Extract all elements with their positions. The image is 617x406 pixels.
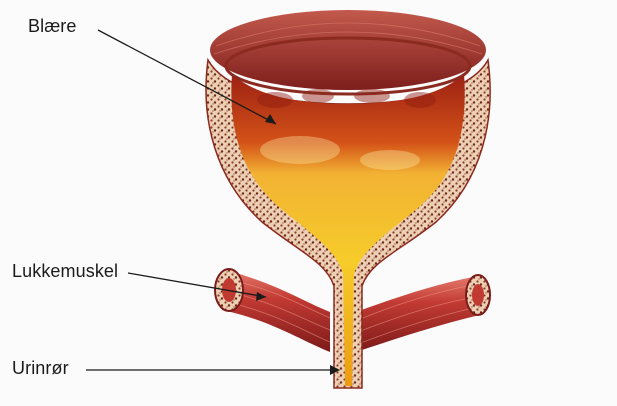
sphincter-label: Lukkemuskel <box>12 261 118 282</box>
bladder-label: Blære <box>28 16 77 37</box>
bladder-organ <box>206 10 490 388</box>
urethra-label: Urinrør <box>12 358 69 379</box>
